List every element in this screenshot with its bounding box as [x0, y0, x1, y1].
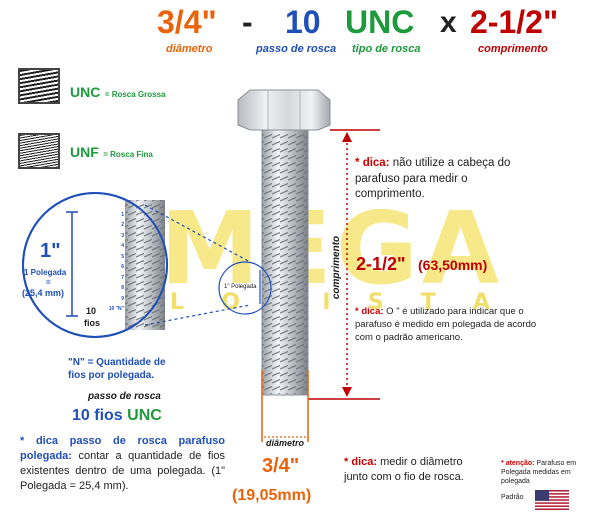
pitch-value: 10 fios	[72, 407, 123, 424]
thread-caption: tipo de rosca	[352, 43, 421, 55]
unc-legend: UNC = Rosca Grossa	[70, 84, 166, 102]
attention-tip: * atenção: Parafuso em Polegada medidas …	[501, 460, 597, 486]
diam-tip-star: *	[344, 456, 349, 468]
length-vertical-caption: comprimento	[331, 235, 343, 300]
length-arrow-bottom	[342, 387, 352, 397]
head-tip-body: não utilize a cabeça do parafuso para me…	[355, 157, 511, 201]
pitch-tip-star: *	[20, 435, 25, 447]
n-note-line2: fios por polegada.	[68, 370, 155, 381]
watermark-letter: I	[322, 290, 331, 315]
small-zoom-circle	[218, 261, 272, 315]
bolt-threads	[262, 132, 308, 394]
pitch-tip-head: dica passo de rosca parafuso polegada:	[20, 435, 225, 462]
inch-tip-star: *	[355, 306, 359, 317]
size-caption: diâmetro	[166, 43, 213, 55]
unf-label: UNF	[70, 144, 99, 160]
diam-caption: diâmetro	[266, 438, 305, 448]
length-value: 2-1/2" (63,50mm)	[356, 254, 487, 275]
n-note: "N" = Quantidade de fios por polegada.	[68, 356, 166, 382]
attention-body: Parafuso em Polegada medidas em polegada	[501, 460, 577, 485]
pitch-tip: * dica passo de rosca parafuso polegada:…	[20, 434, 225, 493]
unf-desc: = Rosca Fina	[103, 150, 153, 159]
head-tip-strong: dica:	[362, 157, 390, 169]
watermark-letter: S	[367, 290, 384, 315]
padrao-label: Padrão	[501, 494, 524, 501]
tick-label: 5	[121, 253, 124, 260]
header-size: 3/4"	[157, 4, 217, 40]
watermark-letter: L	[170, 290, 185, 315]
inch-tip-body: O " é utilizado para indicar que o paraf…	[355, 306, 537, 343]
inch-tip-strong: dica:	[361, 306, 384, 317]
tick-label: 10 "N"	[108, 305, 124, 312]
diam-tip-strong: dica:	[351, 456, 378, 468]
header-length: 2-1/2"	[470, 4, 559, 40]
inch-word: 1 Polegada	[24, 268, 67, 277]
length-arrow-top	[342, 132, 352, 142]
watermark-letter: A	[472, 290, 490, 315]
attention-strong: atenção:	[505, 460, 535, 467]
ten-count: 10	[86, 306, 97, 316]
watermark-logo: MEGA	[160, 190, 504, 307]
watermark-letter: O	[221, 290, 240, 315]
small-inch-label: 1" Polegada	[224, 284, 257, 290]
tick-label: 8	[121, 285, 124, 292]
tick-label: 4	[121, 243, 124, 250]
length-mm: (63,50mm)	[418, 257, 488, 273]
thread-ticks: 1 2 3 4 5 6 7 8 9 10 "N"	[102, 212, 124, 312]
n-note-line1: "N" = Quantidade de	[68, 357, 166, 368]
inch-mm: (25,4 mm)	[22, 288, 65, 298]
tick-label: 1	[121, 212, 124, 218]
pitch-tip-body: contar a quantidade de fios existentes d…	[20, 449, 225, 492]
diam-mm: (19,05mm)	[232, 487, 312, 504]
head-tip: * dica: não utilize a cabeça do parafuso…	[355, 156, 515, 203]
unf-legend: UNF = Rosca Fina	[70, 144, 153, 162]
inch-tip: * dica: O " é utilizado para indicar que…	[355, 306, 537, 344]
coarse-thread-icon	[18, 68, 60, 104]
bolt-head	[237, 89, 331, 131]
zoom-circle-outline	[22, 192, 168, 338]
zoom-threads-pattern	[125, 200, 165, 330]
header-pitch: 10	[285, 4, 321, 40]
header-times: x	[440, 6, 457, 39]
fine-thread-icon	[18, 133, 60, 169]
pitch-thread: UNC	[127, 407, 162, 424]
attention-star: *	[501, 460, 504, 467]
head-tip-star: *	[355, 157, 360, 169]
pitch-block-value: 10 fios UNC	[72, 407, 162, 425]
diam-tip: * dica: medir o diâmetro junto com o fio…	[344, 455, 489, 485]
diam-inch: 3/4"	[262, 455, 300, 477]
inch-value: 1"	[40, 240, 61, 262]
header-dash: -	[242, 4, 253, 40]
unc-label: UNC	[70, 84, 101, 100]
diam-tip-body: medir o diâmetro junto com o fio de rosc…	[344, 456, 464, 483]
zoom-connector-top	[144, 204, 251, 263]
tick-label: 7	[121, 274, 124, 281]
tick-label: 9	[121, 295, 124, 302]
inch-eq: =	[46, 278, 51, 287]
length-inch: 2-1/2"	[356, 254, 406, 274]
unc-desc: = Rosca Grossa	[104, 90, 166, 99]
watermark-letter: T	[420, 290, 436, 315]
length-caption: comprimento	[478, 43, 548, 55]
tick-label: 3	[121, 232, 124, 239]
header-thread: UNC	[345, 4, 415, 40]
tick-label: 6	[121, 264, 124, 271]
pitch-block-caption: passo de rosca	[88, 391, 161, 402]
pitch-caption: passo de rosca	[256, 43, 337, 55]
tick-label: 2	[121, 222, 124, 229]
fios-label: fios	[84, 318, 101, 328]
us-flag-icon	[535, 490, 569, 510]
